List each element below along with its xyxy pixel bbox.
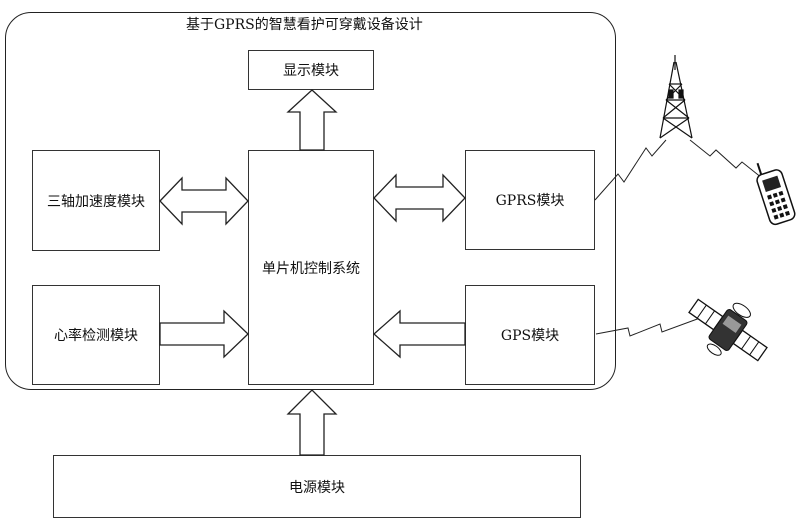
arrow-gps-to-mcu bbox=[374, 311, 465, 357]
cell-tower-icon bbox=[660, 55, 692, 138]
lightning-signal-icon bbox=[595, 140, 666, 200]
arrow-accel-mcu bbox=[160, 178, 248, 224]
lightning-signal-icon bbox=[596, 318, 700, 336]
arrow-heart-to-mcu bbox=[160, 311, 248, 357]
mobile-phone-icon bbox=[752, 157, 797, 226]
arrow-mcu-gprs bbox=[374, 175, 465, 221]
arrow-mcu-to-display bbox=[288, 90, 336, 150]
satellite-icon bbox=[678, 282, 780, 377]
lightning-signal-icon bbox=[690, 140, 762, 178]
arrow-power-to-mcu bbox=[288, 390, 336, 455]
